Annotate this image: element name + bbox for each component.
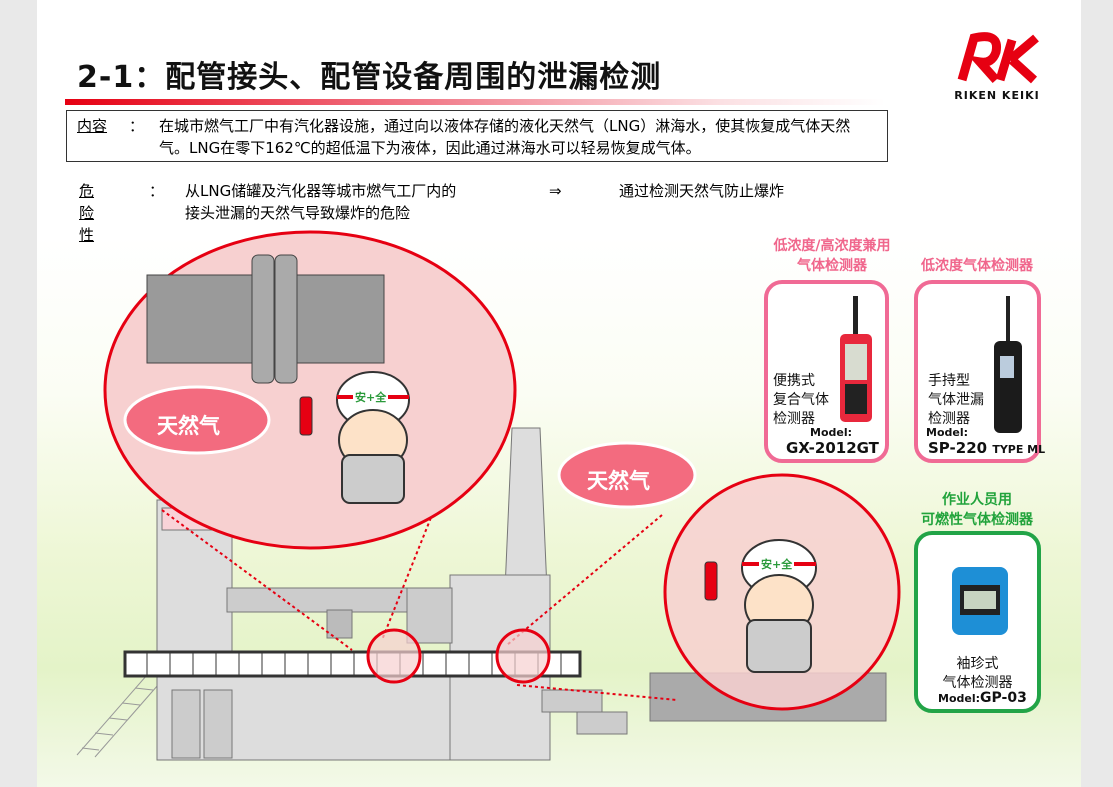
title-underline — [65, 99, 885, 105]
product-2-header: 低浓度气体检测器 — [921, 258, 1033, 274]
product-3-header: 作业人员用可燃性气体检测器 — [907, 490, 1047, 530]
worker-figure-1 — [299, 371, 410, 504]
product-card-gp03: 袖珍式气体检测器 Model:GP-03 — [914, 531, 1041, 713]
product-1-header-line-1: 低浓度/高浓度兼用 — [773, 238, 891, 254]
zoom-bubble-small-2 — [495, 628, 551, 684]
sp220-device-image — [994, 296, 1022, 433]
product-card-sp220: 手持型气体泄漏检测器 Model: SP-220 TYPE ML — [914, 280, 1045, 463]
product-description: 手持型气体泄漏检测器 — [928, 373, 984, 427]
product-3-header-line-1: 作业人员用 — [942, 492, 1012, 508]
content-colon: ： — [129, 117, 145, 135]
content-box: 内容 ： 在城市燃气工厂中有汽化器设施，通过向以液体存储的液化天然气（LNG）淋… — [66, 110, 888, 162]
product-1-header: 低浓度/高浓度兼用气体检测器 — [752, 236, 912, 276]
gas-cloud-1 — [123, 385, 271, 455]
helmet-text-1: 安+全 — [353, 391, 389, 404]
content-text: 在城市燃气工厂中有汽化器设施，通过向以液体存储的液化天然气（LNG）淋海水，使其… — [159, 117, 851, 157]
product-card-gx2012gt: 便携式复合气体检测器 Model: GX-2012GT — [764, 280, 889, 463]
helmet-text-2: 安+全 — [759, 558, 795, 571]
product-description: 袖珍式气体检测器 — [942, 656, 1013, 691]
slide-page: 安+全 安+全 2-1：配管接头、配管设备周围的泄漏检测 RIKEN KEIKI… — [37, 0, 1081, 787]
zoom-bubble-small-1 — [366, 628, 422, 684]
ladder — [76, 674, 166, 758]
chimney — [504, 427, 548, 591]
riken-keiki-logo: RIKEN KEIKI — [942, 30, 1052, 102]
page-title: 2-1：配管接头、配管设备周围的泄漏检测 — [77, 60, 662, 95]
risk-label: 危险性 — [79, 182, 95, 244]
gas-label-1: 天然气 — [157, 414, 220, 438]
plant-illustration — [76, 230, 901, 761]
gas-cloud-2 — [557, 441, 697, 509]
product-description: 便携式复合气体检测器 — [773, 373, 829, 427]
model-name: SP-220 TYPE ML — [928, 439, 1046, 457]
model-label: Model: — [926, 426, 969, 439]
risk-line-1: 从LNG储罐及汽化器等城市燃气工厂内的 — [185, 182, 457, 200]
arrow-icon: ⇒ — [549, 182, 562, 200]
risk-colon: ： — [149, 182, 165, 200]
gx2012gt-device-image — [840, 296, 872, 422]
rk-logo-icon — [957, 32, 1039, 84]
content-label: 内容 — [77, 117, 108, 135]
risk-result: 通过检测天然气防止爆炸 — [619, 182, 785, 200]
model-label: Model: — [810, 426, 853, 439]
risk-line-2: 接头泄漏的天然气导致爆炸的危险 — [185, 204, 411, 222]
model-name: GX-2012GT — [786, 439, 879, 457]
model-name: Model:GP-03 — [938, 690, 1027, 706]
product-3-header-line-2: 可燃性气体检测器 — [921, 512, 1033, 528]
gp03-device-image — [952, 567, 1008, 635]
product-1-header-line-2: 气体检测器 — [797, 258, 867, 274]
logo-text: RIKEN KEIKI — [954, 89, 1040, 102]
gas-label-2: 天然气 — [587, 469, 650, 493]
